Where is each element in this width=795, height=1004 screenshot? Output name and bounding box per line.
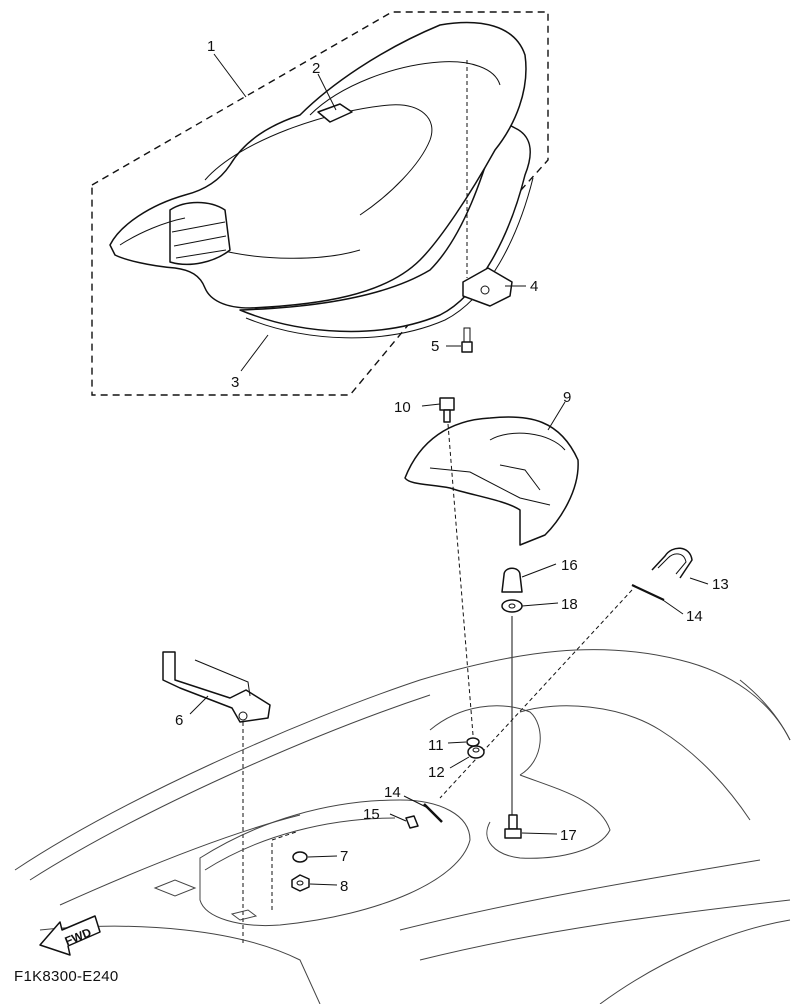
retaining-pin-upper <box>631 584 665 601</box>
hull-deck <box>14 649 791 1004</box>
forward-direction-arrow: FWD <box>39 915 101 956</box>
callout-10: 10 <box>394 399 411 416</box>
u-bolt <box>651 547 693 579</box>
callout-14-lower: 14 <box>384 784 401 801</box>
seat-support-frame <box>404 416 579 546</box>
callout-11: 11 <box>428 737 444 754</box>
retaining-pin-lower <box>423 803 443 823</box>
seat-lock-bracket <box>462 267 513 307</box>
callout-14-upper: 14 <box>686 608 703 625</box>
callout-12: 12 <box>428 764 445 781</box>
bracket-bolt <box>461 327 473 353</box>
grommet <box>466 737 480 747</box>
seat-label-tag <box>317 103 353 123</box>
cap-nut <box>501 567 523 593</box>
seat-assembly-boundary <box>91 11 549 396</box>
callout-8: 8 <box>340 878 348 895</box>
callout-7: 7 <box>340 848 348 865</box>
deck-bolt <box>504 814 522 839</box>
callout-3: 3 <box>231 374 239 391</box>
seat-assembly <box>109 21 534 339</box>
deck-nut <box>291 874 310 892</box>
washer <box>501 599 523 613</box>
support-frame-bolt <box>439 397 455 423</box>
callout-9: 9 <box>563 389 571 406</box>
callout-18: 18 <box>561 596 578 613</box>
callout-17: 17 <box>560 827 577 844</box>
storage-bracket <box>162 651 271 723</box>
callout-5: 5 <box>431 338 439 355</box>
callout-6: 6 <box>175 712 183 729</box>
figure-code: F1K8300-E240 <box>14 968 119 985</box>
collar <box>467 745 485 759</box>
deck-washer <box>292 851 308 863</box>
callout-1: 1 <box>207 38 215 55</box>
callout-15: 15 <box>363 806 380 823</box>
callout-13: 13 <box>712 576 729 593</box>
callout-2: 2 <box>312 60 320 77</box>
callout-4: 4 <box>530 278 538 295</box>
leader-lines <box>189 53 709 886</box>
self-locking-nut <box>405 815 419 829</box>
callout-16: 16 <box>561 557 578 574</box>
